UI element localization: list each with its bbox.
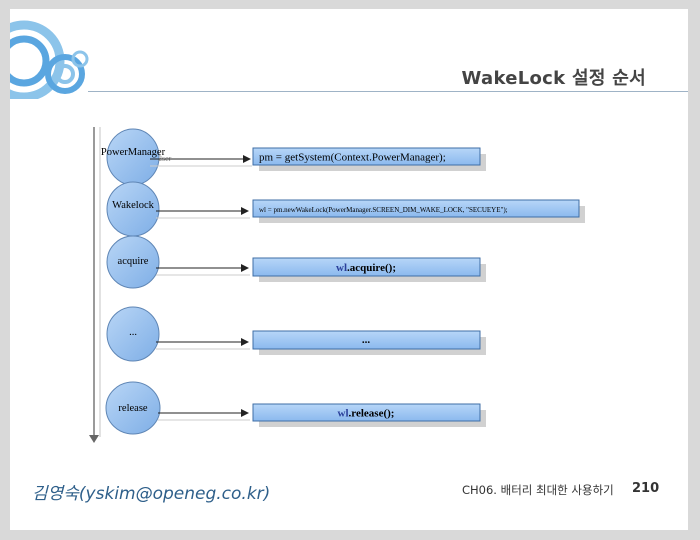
footer-chapter: CH06. 배터리 최대한 사용하기 <box>462 483 614 497</box>
step-circle <box>105 381 161 435</box>
page-number: 210 <box>632 481 660 496</box>
step-powermanager: PowerManager 2ser pm = getSystem(Context… <box>101 128 486 186</box>
step-code-text: .acquire(); <box>347 262 396 274</box>
step-code-box <box>252 199 580 218</box>
footer-author: 김영숙(yskim@openeg.co.kr) <box>32 484 271 504</box>
step-circle-label: PowerManager <box>101 147 166 158</box>
title-divider <box>88 91 688 92</box>
slide-title: WakeLock 설정 순서 <box>461 68 646 89</box>
step-release: release wl.release(); <box>105 381 486 435</box>
step-wakelock: Wakelock wl = pm.newWakeLock(PowerManage… <box>106 181 585 237</box>
step-code-box <box>252 147 481 166</box>
step-code-box <box>252 257 481 277</box>
svg-text:wl.release();: wl.release(); <box>338 408 395 420</box>
step-code-prefix: wl <box>338 408 349 420</box>
svg-text:wl.acquire();: wl.acquire(); <box>336 262 396 274</box>
step-circle <box>106 306 160 362</box>
step-circle-label: Wakelock <box>112 200 154 211</box>
step-circle-label: release <box>118 403 147 414</box>
step-code-text: .release(); <box>349 408 395 420</box>
logo-circles-icon <box>10 20 89 99</box>
step-code-box <box>252 403 481 422</box>
step-code-box <box>252 330 481 350</box>
step-circle-label: ... <box>129 327 137 338</box>
step-circle-label: acquire <box>118 256 149 267</box>
step-code-prefix: wl <box>336 262 347 274</box>
step-code-text: wl = pm.newWakeLock(PowerManager.SCREEN_… <box>259 206 508 214</box>
slide: WakeLock 설정 순서 PowerManager 2ser <box>10 9 688 530</box>
timeline-arrow-icon <box>89 435 99 443</box>
wakelock-sequence-diagram: PowerManager 2ser pm = getSystem(Context… <box>89 127 585 443</box>
step-code-text: ... <box>362 334 371 346</box>
step-code-text: pm = getSystem(Context.PowerManager); <box>259 152 446 164</box>
step-circle <box>106 235 160 289</box>
step-acquire: acquire wl.acquire(); <box>106 235 486 289</box>
step-ellipsis: ... ... <box>106 306 486 362</box>
